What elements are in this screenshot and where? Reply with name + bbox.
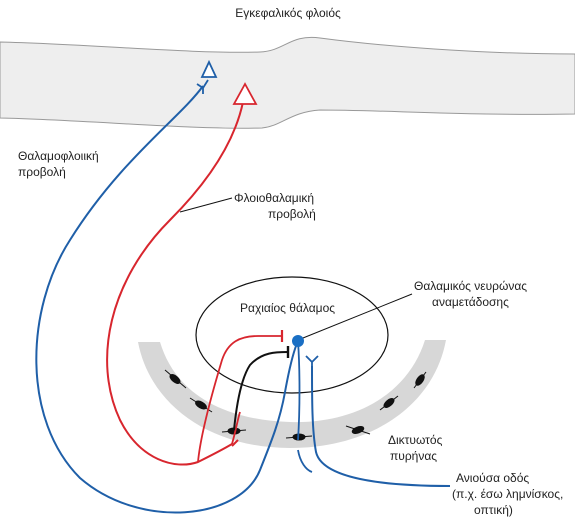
reticular-neuron (164, 369, 187, 389)
ascending-branch-line (297, 449, 313, 473)
ascending-pathway-label-line3: οπτική) (474, 503, 513, 517)
relay-neuron-pointer-line (302, 293, 413, 339)
thalamocortical-terminal-icon (196, 79, 209, 94)
reticular-neuron (379, 395, 399, 411)
thalamic-relay-neuron-dot (292, 335, 304, 347)
ascending-terminal-icon (305, 355, 319, 368)
reticular-nucleus-band (138, 340, 446, 448)
dorsal-thalamus-label: Ραχιαίος θάλαμος (240, 301, 335, 315)
reticular-neuron (413, 371, 427, 389)
ascending-pathway-line (311, 365, 451, 487)
dorsal-thalamus-ellipse (195, 276, 389, 394)
cortex-label: Εγκεφαλικός φλοιός (235, 6, 341, 20)
cortical-neuron-red-icon (232, 82, 258, 105)
corticothalamic-label-line2: προβολή (268, 207, 316, 221)
reticular-nucleus-label-line1: Δικτυωτός (388, 433, 443, 447)
cerebral-cortex-band (0, 36, 575, 129)
ascending-pathway-label-line1: Ανιούσα οδός (456, 471, 529, 485)
thalamocortical-label-line1: Θαλαμοφλοιική (18, 149, 99, 163)
corticothalamic-branch-line-2 (231, 411, 241, 445)
corticothalamic-label-line1: Φλοιοθαλαμική (234, 191, 314, 205)
relay-neuron-label-line1: Θαλαμικός νευρώνας (414, 279, 527, 293)
cortical-neuron-blue-icon (200, 59, 218, 78)
reticular-nucleus-label-line2: πυρήνας (390, 449, 437, 463)
corticothalamic-pointer-line (179, 197, 233, 213)
thalamocortical-label-line2: προβολή (18, 165, 66, 179)
thalamocortical-projection-line (35, 85, 299, 514)
reticular-inhibitory-line (233, 351, 289, 431)
ascending-collateral-line (297, 340, 301, 441)
reticular-neuron (345, 425, 371, 435)
corticothalamic-branch-line (197, 335, 282, 463)
ascending-pathway-label-line2: (π.χ. έσω λημνίσκος, (452, 487, 563, 501)
relay-neuron-label-line2: αναμετάδοσης (432, 295, 509, 309)
red-terminal-icon (231, 439, 239, 447)
